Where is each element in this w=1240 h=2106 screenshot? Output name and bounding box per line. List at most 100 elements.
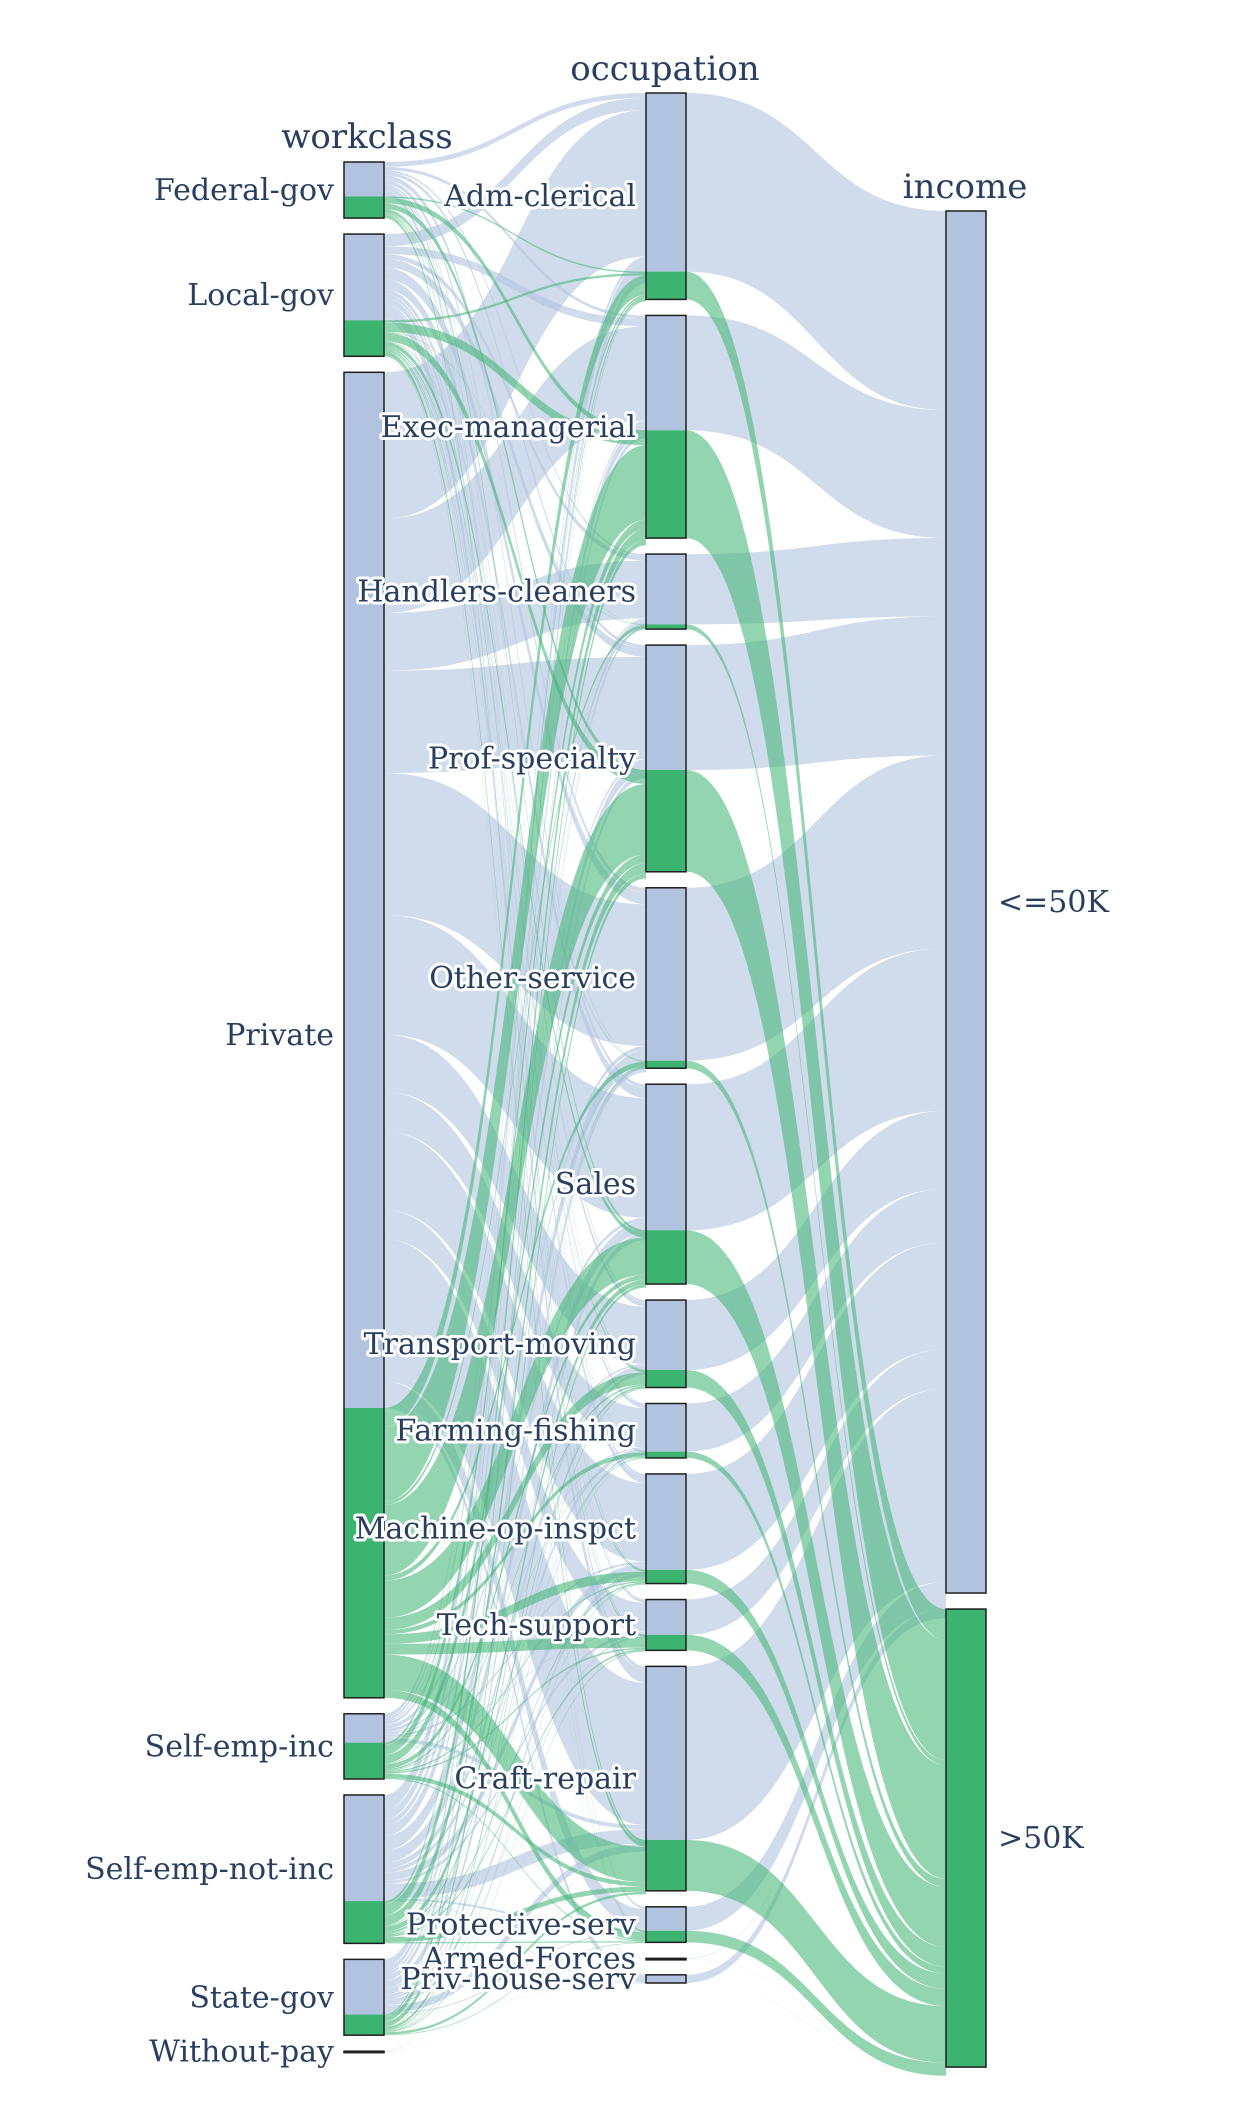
ribbon-self-emp-inc-exec-managerial-low xyxy=(384,420,646,1721)
category-label-farming-fishing: Farming-fishing xyxy=(395,1414,636,1449)
ribbon-private-craft-repair-high xyxy=(384,1654,646,1883)
ribbon-state-gov-transport-moving-low xyxy=(384,1371,646,1998)
ribbon-layer xyxy=(384,93,946,2076)
ribbon-local-gov-other-service-high xyxy=(384,341,646,1062)
bar-outline-adm-clerical xyxy=(645,92,687,301)
ribbon-self-emp-inc-protective-serv-low xyxy=(384,1741,646,1930)
category-bar-state-gov[interactable] xyxy=(343,1958,385,2036)
ribbon-self-emp-not-inc-machine-op-inspct-high xyxy=(384,1582,646,1936)
category-label-other-service: Other-service xyxy=(429,961,636,996)
category-label-self-emp-inc: Self-emp-inc xyxy=(145,1729,334,1764)
ribbon-private-farming-fishing-high xyxy=(384,1452,646,1635)
ribbon-local-gov-prof-specialty-high xyxy=(384,332,646,785)
ribbon-self-emp-not-inc-priv-house-serv-low xyxy=(384,1900,646,1984)
ribbon-without-pay-other-service-low xyxy=(384,1072,646,2052)
category-bar-transport-moving[interactable] xyxy=(645,1299,687,1389)
category-label-machine-op-inspct: Machine-op-inspct xyxy=(355,1512,636,1547)
ribbon-federal-gov-other-service-high xyxy=(384,208,646,1062)
bar-segment-low-farming-fishing xyxy=(646,1403,686,1452)
ribbon-self-emp-inc-exec-managerial-high xyxy=(384,519,646,1755)
ribbon-local-gov-handlers-cleaners-high xyxy=(384,331,646,626)
bar-outline-other-service xyxy=(645,887,687,1069)
category-bar-without-pay[interactable] xyxy=(343,2050,385,2054)
bar-segment-low-self-emp-inc xyxy=(344,1713,384,1743)
category-bar-protective-serv[interactable] xyxy=(645,1906,687,1944)
category-label-state-gov: State-gov xyxy=(189,1980,334,2015)
category-label-local-gov: Local-gov xyxy=(187,278,334,313)
category-bar-sales[interactable] xyxy=(645,1083,687,1285)
bar-outline-private xyxy=(343,371,385,1699)
ribbon-state-gov-protective-serv-high xyxy=(384,1942,646,2036)
ribbon-private-handlers-cleaners-high xyxy=(384,625,646,1505)
ribbon-state-gov-adm-clerical-high xyxy=(384,299,646,2016)
ribbon-other-service-income-low xyxy=(686,755,946,1061)
ribbon-self-emp-inc-other-service-high xyxy=(384,1066,646,1765)
category-bar-self-emp-not-inc[interactable] xyxy=(343,1794,385,1945)
ribbon-state-gov-tech-support-high xyxy=(384,1650,646,2033)
ribbon-armed-forces-income-high xyxy=(686,1958,946,2076)
category-bar-farming-fishing[interactable] xyxy=(645,1402,687,1459)
bar-segment-high-self-emp-not-inc xyxy=(344,1901,384,1944)
category-label-armed-forces: Armed-Forces xyxy=(422,1942,636,1977)
category-bar-armed-forces[interactable] xyxy=(645,1957,687,1961)
bar-segment-low-protective-serv xyxy=(646,1906,686,1931)
category-bar-craft-repair[interactable] xyxy=(645,1665,687,1892)
ribbon-state-gov-prof-specialty-low xyxy=(384,772,646,1981)
ribbon-self-emp-not-inc-craft-repair-high xyxy=(384,1886,646,1943)
category-bar-exec-managerial[interactable] xyxy=(645,314,687,539)
category-bar-machine-op-inspct[interactable] xyxy=(645,1473,687,1585)
bar-outline-50k xyxy=(945,1608,987,2068)
ribbon-prof-specialty-income-low xyxy=(686,616,946,770)
ribbon-local-gov-farming-fishing-high xyxy=(384,347,646,1453)
ribbon-self-emp-not-inc-prof-specialty-high xyxy=(384,863,646,1926)
category-label-sales: Sales xyxy=(555,1167,636,1202)
ribbon-transport-moving-income-high xyxy=(686,1369,946,1967)
bar-segment-high-state-gov xyxy=(344,2014,384,2036)
category-bar-private[interactable] xyxy=(343,371,385,1699)
ribbon-federal-gov-handlers-cleaners-high xyxy=(384,203,646,625)
ribbon-private-exec-managerial-high xyxy=(384,445,646,1502)
bar-segment-low-other-service xyxy=(646,887,686,1061)
category-bar-50k[interactable] xyxy=(945,1608,987,2068)
dimension-title-workclass: workclass xyxy=(281,117,453,157)
category-bar-local-gov[interactable] xyxy=(343,233,385,358)
ribbon-local-gov-exec-managerial-high xyxy=(384,322,646,446)
ribbon-self-emp-not-inc-farming-fishing-high xyxy=(384,1457,646,1935)
ribbon-prof-specialty-income-high xyxy=(686,769,946,1879)
bar-outline-self-emp-not-inc xyxy=(343,1794,385,1945)
ribbon-private-priv-house-serv-high xyxy=(384,1697,646,1983)
bar-segment-low-tech-support xyxy=(646,1599,686,1635)
ribbon-machine-op-inspct-income-high xyxy=(686,1569,946,1989)
category-bar-priv-house-serv[interactable] xyxy=(645,1974,687,1984)
bar-outline-farming-fishing xyxy=(645,1402,687,1459)
category-bar-50k[interactable] xyxy=(945,210,987,1594)
ribbon-self-emp-not-inc-tech-support-high xyxy=(384,1649,646,1938)
category-label-prof-specialty: Prof-specialty xyxy=(428,741,636,776)
bar-segment-high-sales xyxy=(646,1230,686,1285)
bar-outline-federal-gov xyxy=(343,161,385,219)
category-bar-federal-gov[interactable] xyxy=(343,161,385,219)
category-bar-other-service[interactable] xyxy=(645,887,687,1069)
category-bar-prof-specialty[interactable] xyxy=(645,644,687,873)
bar-segment-high-exec-managerial xyxy=(646,430,686,539)
category-bar-handlers-cleaners[interactable] xyxy=(645,553,687,630)
ribbon-protective-serv-income-high xyxy=(686,1930,946,2076)
ribbon-private-protective-serv-high xyxy=(384,1689,646,1941)
bar-segment-high-craft-repair xyxy=(646,1839,686,1891)
bar-segment-low-state-gov xyxy=(344,1959,384,2015)
category-bar-tech-support[interactable] xyxy=(645,1598,687,1652)
bar-outline-craft-repair xyxy=(645,1665,687,1892)
category-bar-self-emp-inc[interactable] xyxy=(343,1713,385,1780)
ribbon-federal-gov-machine-op-inspct-low xyxy=(384,187,646,1477)
ribbon-self-emp-inc-prof-specialty-high xyxy=(384,854,646,1764)
ribbon-private-farming-fishing-low xyxy=(384,1091,646,1448)
ribbon-self-emp-not-inc-exec-managerial-high xyxy=(384,529,646,1915)
ribbon-exec-managerial-income-high xyxy=(686,430,946,1761)
ribbon-sales-income-high xyxy=(686,1230,946,1948)
bar-segment-high-handlers-cleaners xyxy=(646,624,686,630)
ribbon-self-emp-inc-sales-low xyxy=(384,1217,646,1733)
category-label-self-emp-not-inc: Self-emp-not-inc xyxy=(85,1852,334,1887)
ribbon-state-gov-adm-clerical-low xyxy=(384,275,646,1968)
bar-segment-high-machine-op-inspct xyxy=(646,1569,686,1584)
category-bar-adm-clerical[interactable] xyxy=(645,92,687,301)
